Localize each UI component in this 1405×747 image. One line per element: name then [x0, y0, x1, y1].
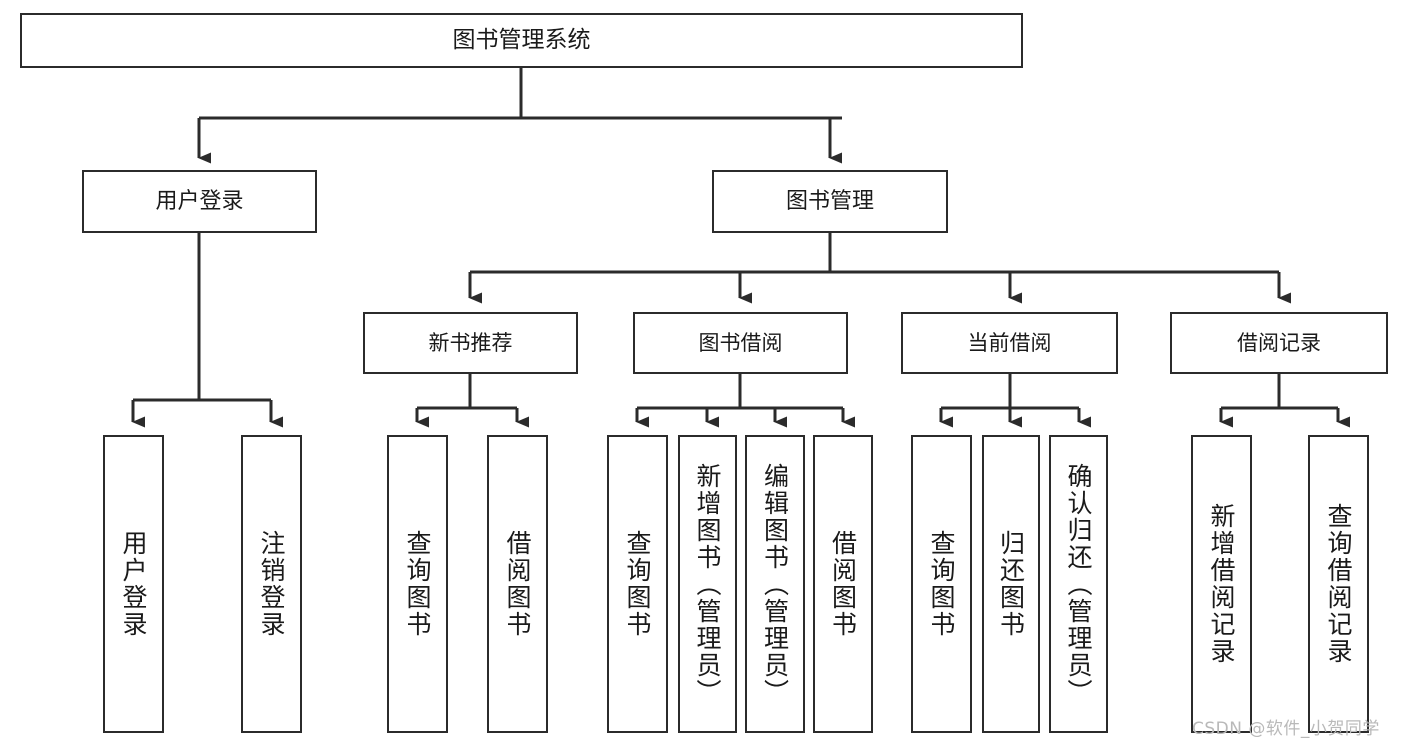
leaf-add-borrow-record-label: 新增借阅记录 — [1207, 503, 1236, 665]
leaf-return-book-label: 归还图书 — [996, 530, 1026, 638]
leaf-query-borrow-record-label: 查询借阅记录 — [1324, 503, 1353, 665]
leaf-borrow-book-recommend-label: 借阅图书 — [503, 530, 532, 638]
leaf-query-book-borrow[interactable]: 查询图书 — [607, 435, 668, 733]
node-user-login-label: 用户登录 — [155, 188, 244, 214]
node-book-management-label: 图书管理 — [785, 188, 874, 214]
node-root-label: 图书管理系统 — [452, 26, 591, 53]
leaf-user-login-label: 用户登录 — [119, 530, 148, 638]
leaf-query-borrow-record[interactable]: 查询借阅记录 — [1308, 435, 1369, 733]
leaf-borrow-book[interactable]: 借阅图书 — [813, 435, 873, 733]
node-borrow-record-label: 借阅记录 — [1237, 330, 1321, 355]
node-book-management[interactable]: 图书管理 — [712, 170, 948, 233]
leaf-edit-book-admin-label: 编辑图书（管理员） — [760, 462, 790, 706]
leaf-confirm-return-admin[interactable]: 确认归还（管理员） — [1049, 435, 1108, 733]
leaf-query-book-borrow-label: 查询图书 — [623, 530, 652, 638]
leaf-add-borrow-record[interactable]: 新增借阅记录 — [1191, 435, 1252, 733]
leaf-edit-book-admin[interactable]: 编辑图书（管理员） — [745, 435, 805, 733]
node-user-login[interactable]: 用户登录 — [82, 170, 317, 233]
leaf-add-book-admin-label: 新增图书（管理员） — [693, 462, 722, 706]
node-borrow-record[interactable]: 借阅记录 — [1170, 312, 1388, 374]
leaf-query-book-recommend[interactable]: 查询图书 — [387, 435, 448, 733]
leaf-user-login[interactable]: 用户登录 — [103, 435, 164, 733]
leaf-borrow-book-recommend[interactable]: 借阅图书 — [487, 435, 548, 733]
node-new-book-recommend-label: 新书推荐 — [428, 330, 513, 355]
leaf-return-book[interactable]: 归还图书 — [982, 435, 1040, 733]
node-book-borrow[interactable]: 图书借阅 — [633, 312, 848, 374]
node-root[interactable]: 图书管理系统 — [20, 13, 1023, 68]
leaf-logout-label: 注销登录 — [257, 530, 286, 638]
node-current-borrow[interactable]: 当前借阅 — [901, 312, 1118, 374]
leaf-query-book-current-label: 查询图书 — [927, 530, 956, 638]
leaf-confirm-return-admin-label: 确认归还（管理员） — [1064, 462, 1093, 706]
leaf-query-book-current[interactable]: 查询图书 — [911, 435, 972, 733]
node-current-borrow-label: 当前借阅 — [967, 330, 1052, 355]
leaf-logout[interactable]: 注销登录 — [241, 435, 302, 733]
node-book-borrow-label: 图书借阅 — [698, 330, 783, 355]
node-new-book-recommend[interactable]: 新书推荐 — [363, 312, 578, 374]
leaf-add-book-admin[interactable]: 新增图书（管理员） — [678, 435, 737, 733]
leaf-borrow-book-label: 借阅图书 — [828, 530, 858, 638]
leaf-query-book-recommend-label: 查询图书 — [403, 530, 432, 638]
